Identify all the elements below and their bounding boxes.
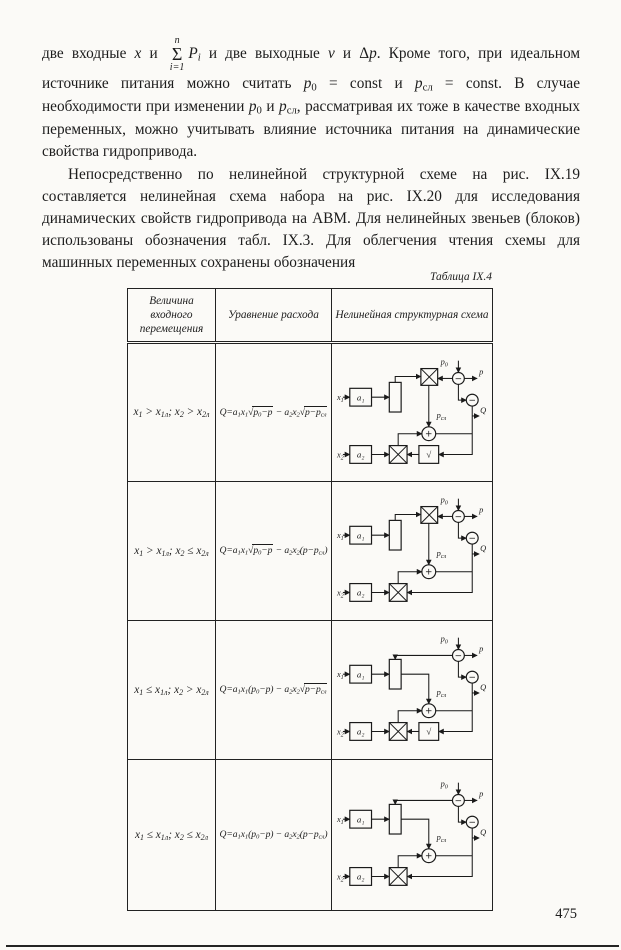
svg-text:p0: p0 [440, 635, 448, 646]
svg-text:x1: x1 [336, 670, 344, 681]
svg-text:−: − [469, 673, 476, 683]
paragraph-2: Непосредственно по нелинейной структурно… [42, 166, 580, 272]
page-number: 475 [555, 906, 577, 922]
svg-text:a₁: a₁ [357, 531, 365, 541]
table-row: x1 > x1л; x2 > x2л Q=a1x1√p0−p − a2x2√p−… [127, 342, 493, 483]
svg-text:a₁: a₁ [357, 670, 365, 680]
svg-text:−: − [469, 818, 476, 828]
table-row: x1 ≤ x1л; x2 > x2л Q=a1x1(p0−p) − a2x2√p… [127, 620, 493, 761]
svg-text:−: − [469, 534, 476, 544]
svg-text:a₁: a₁ [357, 392, 365, 402]
sigma-icon: Σ [171, 44, 183, 64]
svg-text:−: − [455, 652, 462, 662]
svg-text:a₂: a₂ [357, 872, 365, 882]
condition-cell: x1 ≤ x1л; x2 ≤ x2л [127, 759, 216, 912]
svg-text:−: − [455, 797, 462, 807]
svg-text:x1: x1 [336, 393, 344, 404]
table-caption: Таблица IX.4 [430, 271, 492, 283]
svg-text:x2: x2 [336, 450, 344, 461]
svg-text:√: √ [426, 449, 431, 459]
table-header-row: Величина входного перемещения Уравнение … [127, 287, 493, 345]
equation-cell: Q=a1x1√p0−p − a2x2(p−pсл) [215, 481, 332, 622]
svg-text:p: p [478, 367, 483, 376]
svg-text:x1: x1 [336, 815, 344, 826]
paragraph-1-post: Pi и две выходные v и Δp. Кроме того, пр… [42, 45, 581, 161]
svg-text:√: √ [426, 727, 431, 737]
equation-cell: Q=a1x1√p0−p − a2x2√p−pсл [215, 342, 332, 483]
svg-text:a₂: a₂ [357, 588, 365, 598]
header-flow-equation: Уравнение расхода [215, 287, 332, 345]
svg-text:Q: Q [480, 544, 486, 553]
equation-cell: Q=a1x1(p0−p) − a2x2(p−pсл) [215, 759, 332, 912]
condition-cell: x1 ≤ x1л; x2 > x2л [127, 620, 216, 761]
svg-text:+: + [425, 852, 432, 862]
svg-text:p0: p0 [440, 780, 448, 791]
svg-text:p: p [478, 790, 483, 799]
table-row: x1 ≤ x1л; x2 ≤ x2л Q=a1x1(p0−p) − a2x2(p… [127, 759, 493, 912]
equation-cell: Q=a1x1(p0−p) − a2x2√p−pсл [215, 620, 332, 761]
svg-text:p0: p0 [440, 496, 448, 507]
condition-cell: x1 > x1л; x2 ≤ x2л [127, 481, 216, 622]
paragraph-1-pre: две входные x и [42, 45, 166, 63]
svg-text:a₂: a₂ [357, 727, 365, 737]
svg-text:+: + [425, 568, 432, 578]
svg-text:pсл: pсл [436, 833, 447, 844]
table-ix4: Величина входного перемещения Уравнение … [127, 287, 493, 912]
svg-text:x1: x1 [336, 531, 344, 542]
svg-text:−: − [469, 396, 476, 406]
svg-text:+: + [425, 707, 432, 717]
svg-text:p: p [478, 506, 483, 515]
header-nonlinear-scheme: Нелинейная структурная схема [331, 287, 493, 345]
svg-text:Q: Q [480, 406, 486, 415]
svg-text:Q: Q [480, 683, 486, 692]
svg-text:pсл: pсл [436, 411, 447, 422]
svg-text:pсл: pсл [436, 549, 447, 560]
svg-text:p: p [478, 645, 483, 654]
svg-text:p0: p0 [440, 357, 448, 368]
svg-text:x2: x2 [336, 728, 344, 739]
condition-cell: x1 > x1л; x2 > x2л [127, 342, 216, 483]
table-row: x1 > x1л; x2 ≤ x2л Q=a1x1√p0−p − a2x2(p−… [127, 481, 493, 622]
svg-text:x2: x2 [336, 873, 344, 884]
header-input-displacement: Величина входного перемещения [127, 287, 216, 345]
svg-text:+: + [425, 430, 432, 440]
scan-edge-line [6, 945, 619, 947]
summation-upper-limit: n [174, 35, 180, 46]
svg-text:a₁: a₁ [357, 815, 365, 825]
svg-text:−: − [455, 513, 462, 523]
svg-text:−: − [455, 374, 462, 384]
svg-text:Q: Q [480, 828, 486, 837]
summation-lower-limit: i=1 [169, 62, 185, 74]
svg-text:a₂: a₂ [357, 449, 365, 459]
svg-text:pсл: pсл [436, 688, 447, 699]
svg-text:x2: x2 [336, 589, 344, 600]
